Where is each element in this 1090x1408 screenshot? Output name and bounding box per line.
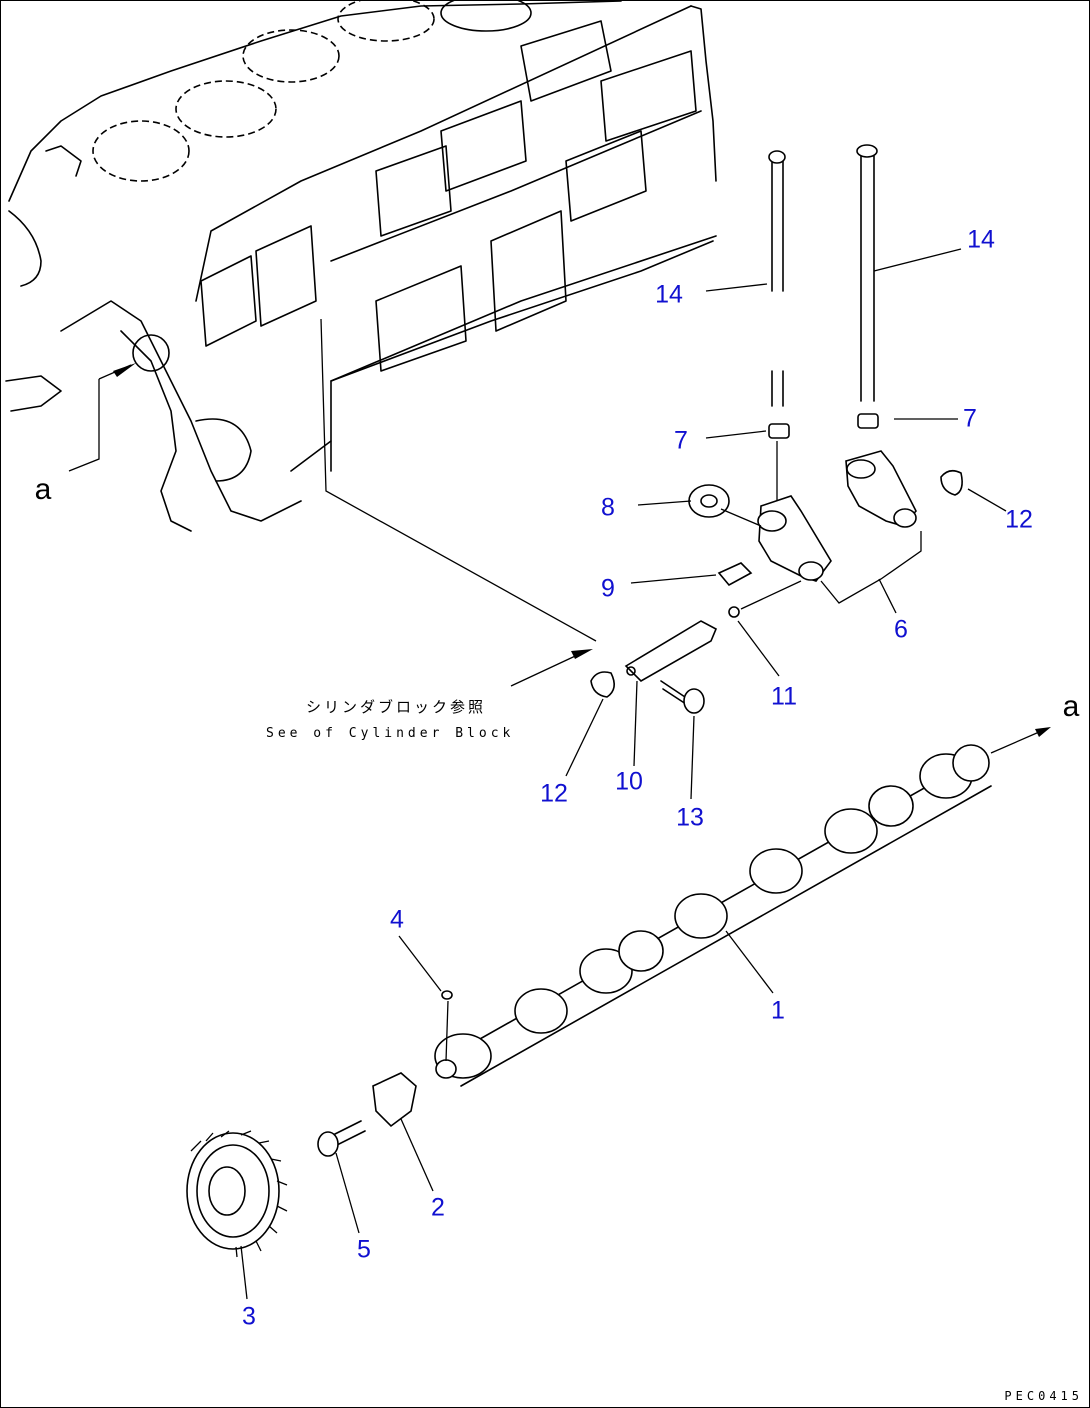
snap-ring-left [590,671,615,698]
camshaft [434,727,1051,1087]
callout-2: 2 [431,1193,445,1222]
thrust-plate [372,1072,417,1128]
callout-6: 6 [894,615,908,644]
push-rod-left [768,150,786,407]
bolt-5 [317,1120,366,1157]
tappet-shaft [624,620,718,682]
ball [728,606,740,618]
callout-3: 3 [242,1302,256,1331]
cap-right [857,413,879,429]
drawing-code: PEC0415 [1004,1389,1083,1403]
snap-ring-right [940,469,963,496]
reference-a-leader-left [68,379,100,472]
callout-7-left: 7 [674,426,688,455]
callout-12-left: 12 [540,779,568,808]
tappet-body-left [757,495,832,582]
push-rod-right [856,144,878,402]
callout-11: 11 [771,682,797,711]
cross-reference-jp: シリンダブロック参照 [306,698,487,716]
reference-mark-right: a [1062,690,1080,723]
arrow-head-right [1035,727,1051,737]
pin [717,562,753,587]
arrow-head-left [113,363,136,377]
callout-leaders [240,248,1007,1300]
cylinder-block-outline [5,1,717,532]
key [441,990,453,1000]
reference-mark-left: a [34,473,52,506]
callout-9: 9 [601,574,615,603]
callout-10: 10 [615,767,643,796]
callout-4: 4 [390,905,404,934]
cross-reference-en: See of Cylinder Block [266,726,515,741]
callout-14-left: 14 [655,280,683,309]
callout-7-right: 7 [963,404,977,433]
bolt-13 [660,680,705,714]
callout-8: 8 [601,493,615,522]
cap-left [768,423,790,439]
arrow-head-block-ref [571,649,593,659]
callout-12-right: 12 [1005,505,1033,534]
callout-5: 5 [357,1235,371,1264]
callout-1: 1 [771,996,785,1025]
cam-gear [186,1130,288,1258]
callout-13: 13 [676,803,704,832]
callout-14-right: 14 [967,225,995,254]
tappet-body-right [845,450,917,528]
